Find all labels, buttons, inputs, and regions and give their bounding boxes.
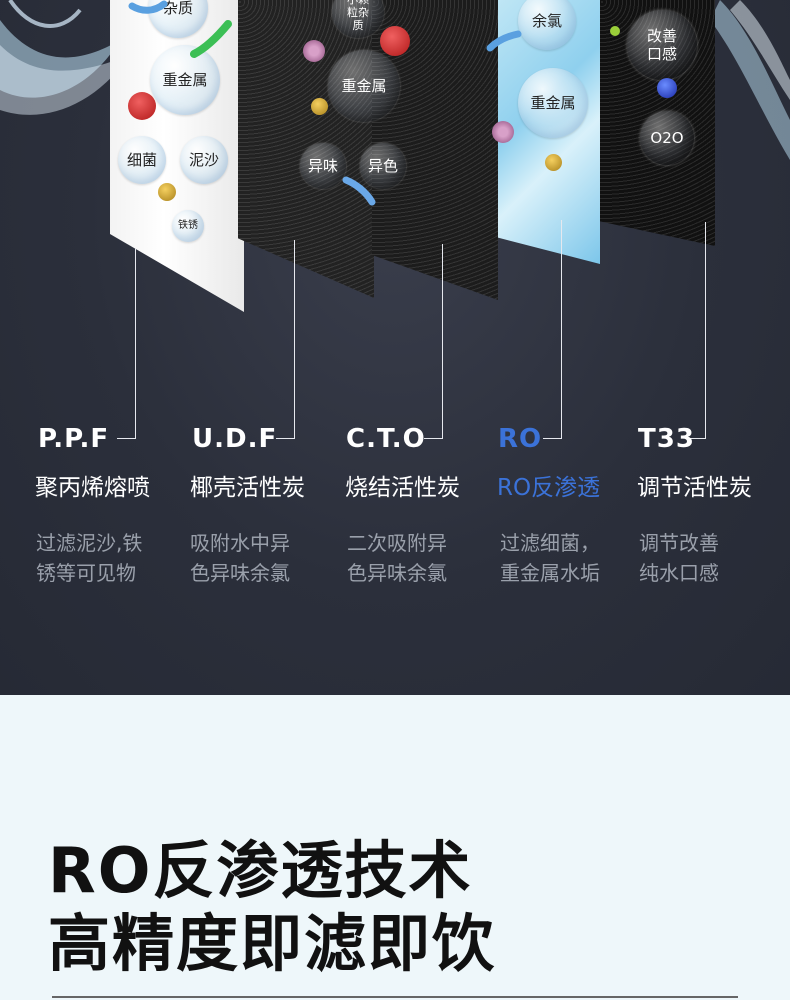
bubble-heavy-metal: 重金属 xyxy=(150,45,220,115)
leader-line-ro-h xyxy=(543,438,562,439)
bubble-o2o: O2O xyxy=(640,111,694,165)
bubble-odor: 异味 xyxy=(300,143,346,189)
filter-name-udf: 椰壳活性炭 xyxy=(190,475,305,501)
bubble-heavy-metal-udf: 重金属 xyxy=(328,50,400,122)
leader-line-udf xyxy=(294,240,295,438)
leader-line-t33-h xyxy=(687,438,706,439)
blue-germ-icon xyxy=(342,176,376,206)
headline-section xyxy=(0,695,790,1000)
filter-desc-t33: 调节改善 纯水口感 xyxy=(639,531,719,585)
filter-code-udf: U.D.F xyxy=(192,424,278,454)
filter-name-cto: 烧结活性炭 xyxy=(345,475,460,501)
pink-virus-icon xyxy=(303,40,325,62)
filter-desc-udf: 吸附水中异 色异味余氯 xyxy=(190,531,290,585)
leader-line-ro xyxy=(561,220,562,438)
pink-virus-icon xyxy=(492,121,514,143)
bubble-sand: 泥沙 xyxy=(180,136,228,184)
bubble-heavy-metal-ro: 重金属 xyxy=(518,68,588,138)
bubble-rust: 铁锈 xyxy=(172,210,204,242)
water-splash-right xyxy=(710,0,790,160)
blue-dot-icon xyxy=(657,78,677,98)
blue-germ-icon xyxy=(486,30,522,52)
filter-layers-section: 杂质 重金属 细菌 泥沙 铁锈 小颗粒杂质 重金属 异味 异色 余氯 重金属 改… xyxy=(0,0,790,695)
headline-line-2: 高精度即滤即饮 xyxy=(48,907,497,980)
leader-line-cto-h xyxy=(424,438,443,439)
red-germ-icon xyxy=(128,92,156,120)
filter-name-ppf: 聚丙烯熔喷 xyxy=(35,475,150,501)
filter-name-t33: 调节活性炭 xyxy=(637,475,752,501)
filter-code-ppf: P.P.F xyxy=(38,424,110,454)
leader-line-ppf-h xyxy=(117,438,136,439)
divider xyxy=(52,996,738,998)
filter-desc-ro: 过滤细菌， 重金属水垢 xyxy=(500,531,600,585)
filter-code-ro: RO xyxy=(498,424,543,454)
green-dot-icon xyxy=(610,26,620,36)
bubble-residual-chlorine: 余氯 xyxy=(518,0,576,50)
bubble-color: 异色 xyxy=(360,143,406,189)
bubble-improve-taste: 改善口感 xyxy=(627,10,697,80)
t33-filter-layer xyxy=(600,0,715,246)
leader-line-udf-h xyxy=(276,438,295,439)
blue-germ-icon xyxy=(128,0,168,14)
bubble-bacteria: 细菌 xyxy=(118,136,166,184)
yellow-germ-icon xyxy=(158,183,176,201)
water-splash-left xyxy=(0,0,130,115)
leader-line-cto xyxy=(442,244,443,438)
filter-code-cto: C.T.O xyxy=(346,424,426,454)
headline-line-1: RO反渗透技术 xyxy=(48,834,473,907)
yellow-germ-icon xyxy=(311,98,328,115)
leader-line-ppf xyxy=(135,248,136,438)
filter-desc-cto: 二次吸附异 色异味余氯 xyxy=(347,531,447,585)
yellow-germ-icon xyxy=(545,154,562,171)
filter-desc-ppf: 过滤泥沙,铁 锈等可见物 xyxy=(36,531,143,585)
green-germ-icon xyxy=(190,20,232,58)
filter-name-ro: RO反渗透 xyxy=(497,475,601,501)
leader-line-t33 xyxy=(705,222,706,438)
filter-code-t33: T33 xyxy=(638,424,695,454)
red-germ-icon xyxy=(380,26,410,56)
